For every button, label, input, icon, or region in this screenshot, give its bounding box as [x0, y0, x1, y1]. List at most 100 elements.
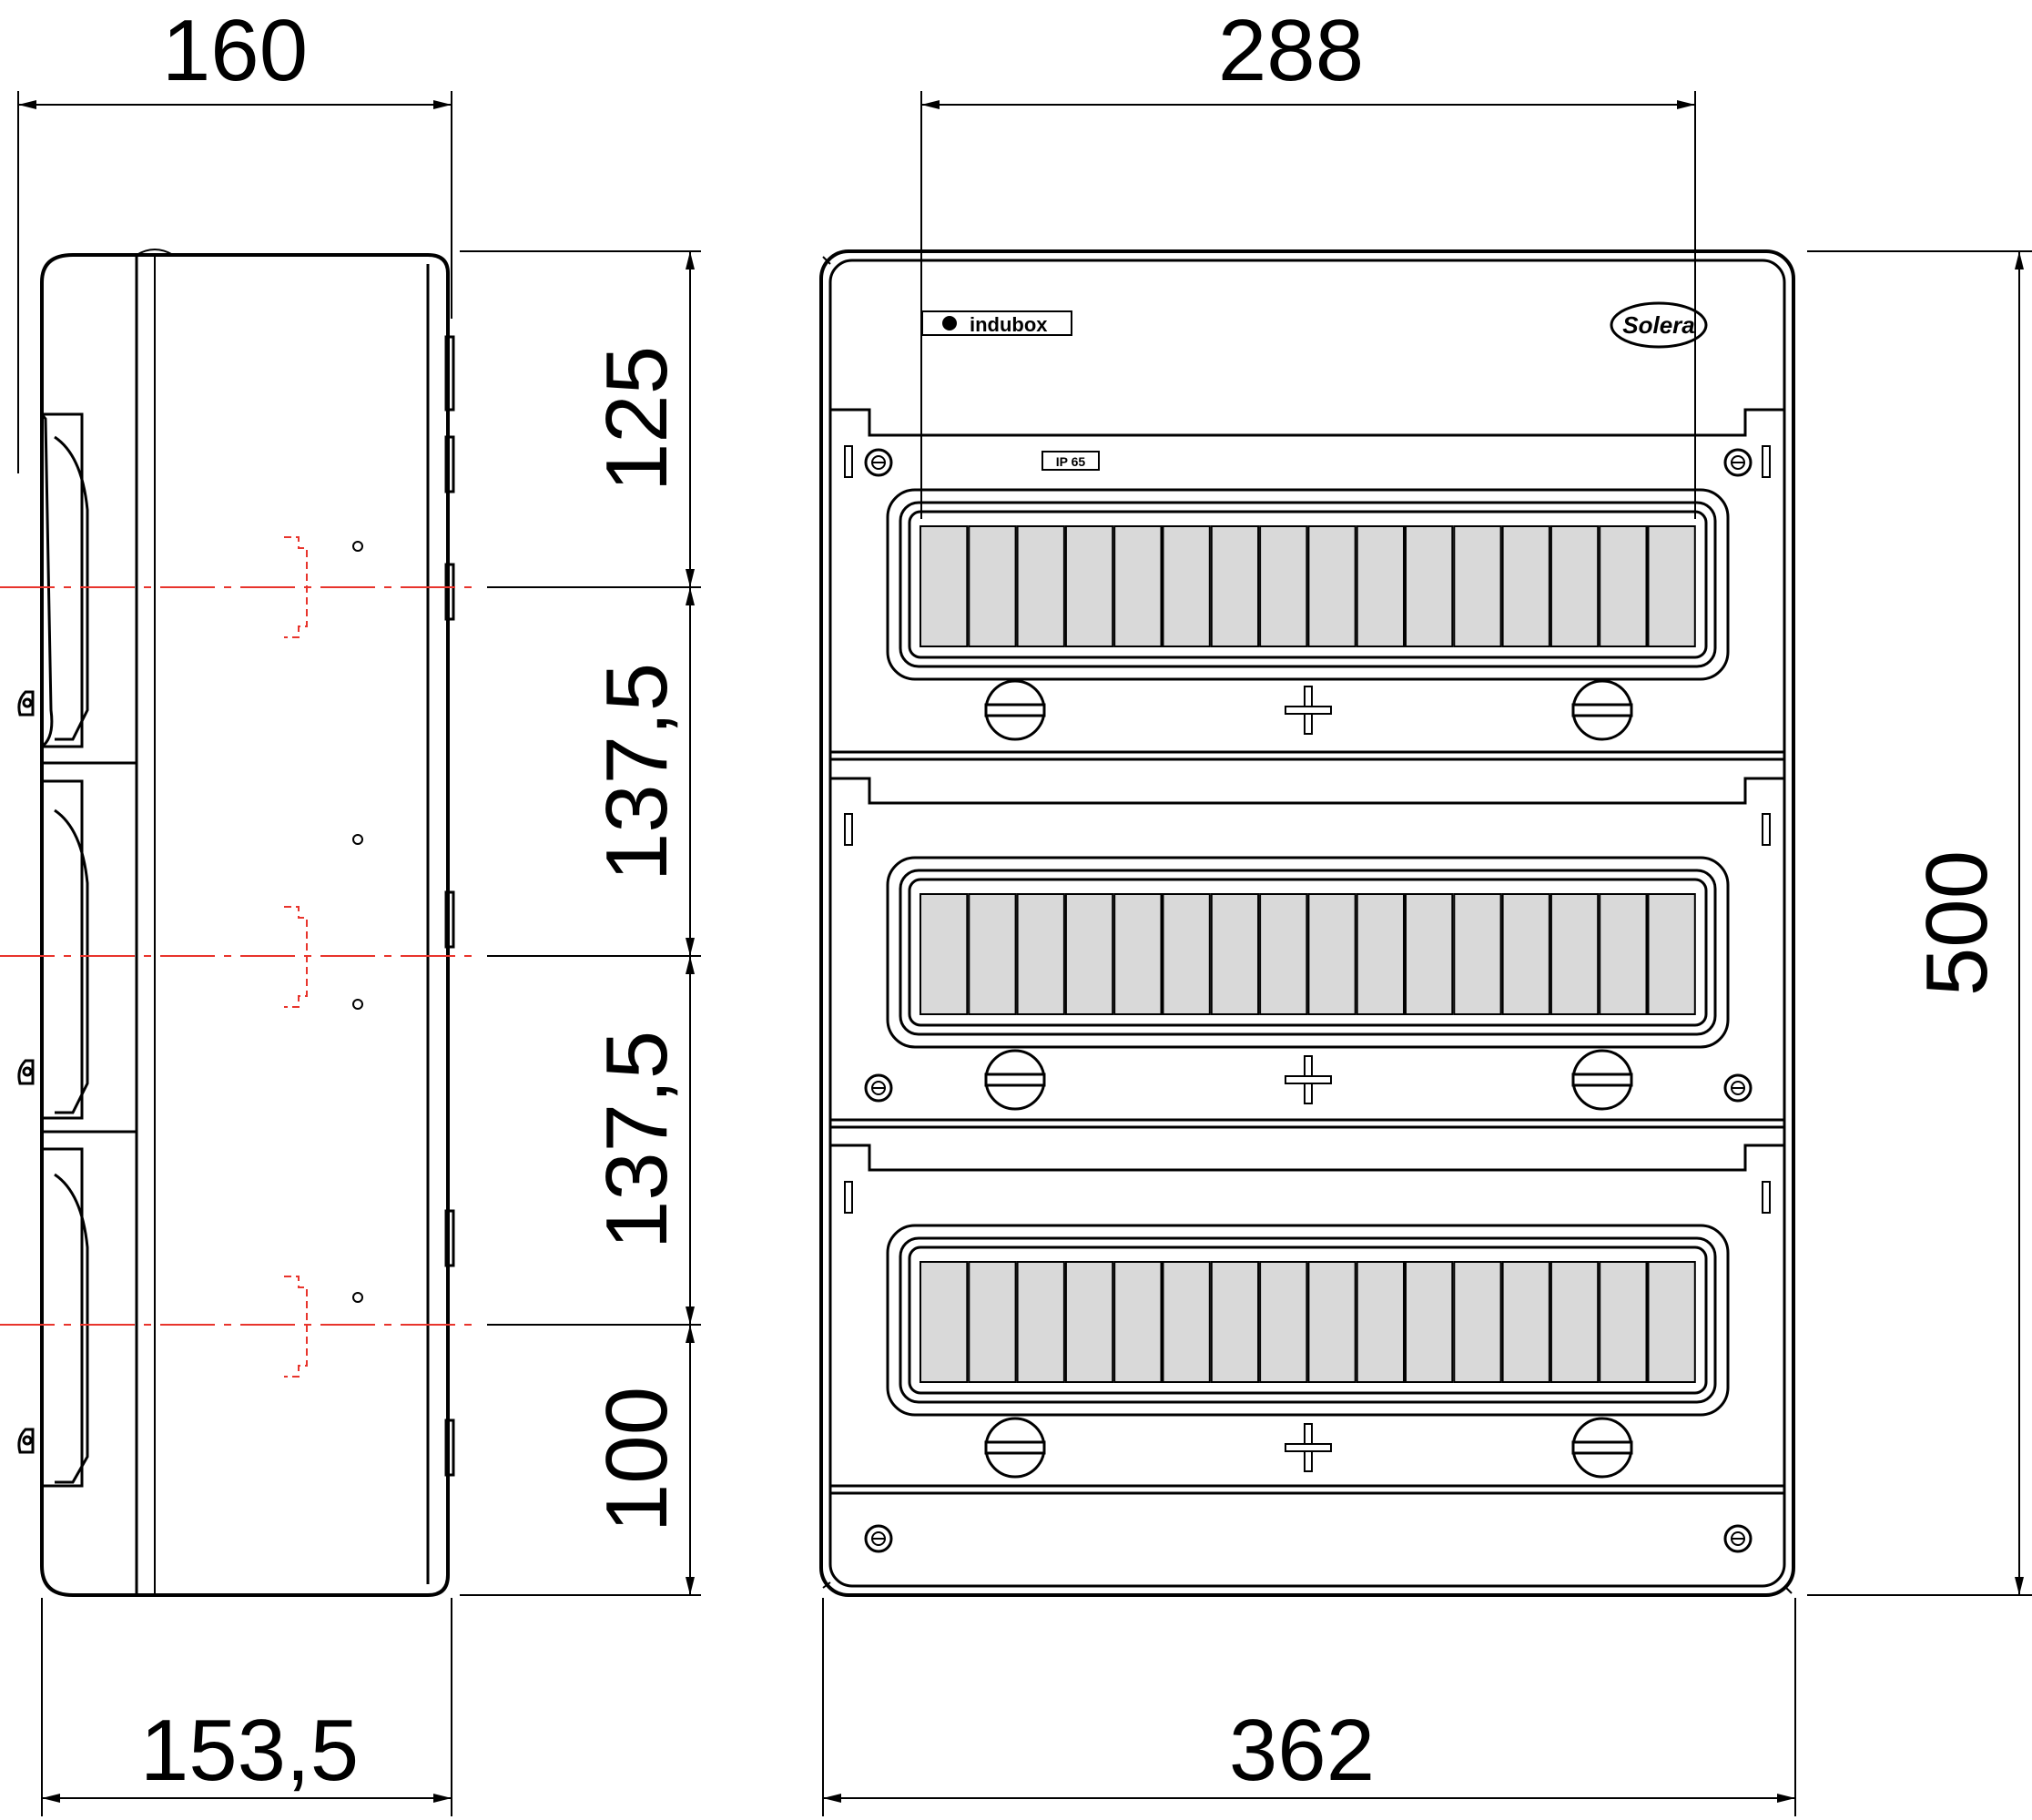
fixing-screw-icon — [864, 1073, 893, 1103]
module-slot — [1647, 893, 1696, 1015]
fixing-screw-icon — [1723, 448, 1753, 477]
module-slot — [968, 1261, 1017, 1383]
quarter-turn-screw-icon — [1571, 679, 1633, 741]
module-slot — [1647, 525, 1696, 647]
module-slot — [968, 893, 1017, 1015]
quarter-turn-screw-icon — [984, 679, 1046, 741]
module-slot — [1453, 525, 1502, 647]
din-rail-centerlines — [0, 536, 473, 1378]
module-slot — [1113, 1261, 1163, 1383]
module-slot — [1016, 525, 1065, 647]
dim-label-125: 125 — [588, 346, 686, 492]
quarter-turn-screw-icon — [984, 1417, 1046, 1479]
module-slot — [919, 1261, 969, 1383]
module-slot — [1356, 893, 1405, 1015]
module-slot — [1549, 893, 1600, 1015]
module-slot — [1162, 1261, 1211, 1383]
center-cross-icon — [1285, 1055, 1332, 1104]
front-side-slots — [844, 445, 1771, 1214]
module-slot — [1453, 893, 1502, 1015]
dimension-front-outer-width — [822, 1598, 1796, 1816]
module-slot — [1162, 893, 1211, 1015]
front-outer-frame — [819, 249, 1795, 1597]
module-slot — [1259, 893, 1308, 1015]
side-door-1 — [17, 412, 89, 748]
module-slot — [1599, 1261, 1648, 1383]
module-slot — [919, 893, 969, 1015]
indubox-logo: indubox — [921, 310, 1072, 336]
fixing-screw-icon — [864, 1524, 893, 1553]
module-slot — [1064, 893, 1114, 1015]
fixing-screw-icon — [1723, 1073, 1753, 1103]
module-slot — [1356, 525, 1405, 647]
module-row-2 — [919, 893, 1696, 1015]
quarter-turn-screw-icon — [1571, 1049, 1633, 1111]
module-slot — [1599, 893, 1648, 1015]
module-slot — [1259, 525, 1308, 647]
module-slot — [968, 525, 1017, 647]
center-cross-icon — [1285, 1423, 1332, 1472]
side-body-outline — [40, 253, 450, 1597]
module-slot — [1453, 1261, 1502, 1383]
fixing-screw-icon — [1723, 1524, 1753, 1553]
module-row-3 — [919, 1261, 1696, 1383]
side-door-2 — [17, 779, 89, 1120]
module-slot — [1210, 893, 1260, 1015]
dimension-front-inner-width — [920, 91, 1696, 519]
dimension-vertical-chain — [460, 250, 701, 1596]
module-rows — [919, 525, 1696, 1383]
front-inner-frame — [828, 259, 1786, 1588]
module-slot — [1405, 525, 1454, 647]
solera-logo: Solera — [1610, 301, 1708, 349]
module-slot — [1501, 893, 1550, 1015]
module-slot — [1210, 1261, 1260, 1383]
side-mounting-holes — [352, 541, 363, 1303]
side-rear-edge-details — [426, 264, 455, 1584]
door-hardware — [984, 679, 1633, 1479]
dim-label-362: 362 — [1229, 1702, 1375, 1799]
dim-label-288: 288 — [1218, 2, 1364, 99]
ip-rating-badge: IP 65 — [1041, 451, 1100, 471]
module-slot — [1501, 525, 1550, 647]
module-slot — [1307, 893, 1356, 1015]
dim-label-137-5-lower: 137,5 — [588, 1031, 686, 1249]
svg-text:IP 65: IP 65 — [1056, 454, 1086, 469]
svg-text:indubox: indubox — [970, 313, 1048, 336]
front-label-band — [830, 408, 1784, 437]
module-slot — [1113, 893, 1163, 1015]
dim-label-137-5-upper: 137,5 — [588, 663, 686, 881]
front-panel-dividers — [830, 750, 1784, 1495]
side-top-lip — [136, 249, 174, 256]
module-slot — [1259, 1261, 1308, 1383]
module-slot — [1210, 525, 1260, 647]
module-slot — [1356, 1261, 1405, 1383]
module-slot — [919, 525, 969, 647]
quarter-turn-screw-icon — [984, 1049, 1046, 1111]
module-slot — [1113, 525, 1163, 647]
module-slot — [1549, 525, 1600, 647]
side-door-3 — [17, 1147, 89, 1488]
svg-text:Solera: Solera — [1622, 311, 1695, 339]
module-slot — [1501, 1261, 1550, 1383]
module-slot — [1064, 1261, 1114, 1383]
dimension-front-height — [1807, 250, 2032, 1596]
fixing-screw-icon — [864, 448, 893, 477]
dim-label-100: 100 — [588, 1387, 686, 1532]
module-slot — [1016, 1261, 1065, 1383]
module-slot — [1307, 525, 1356, 647]
module-slot — [1549, 1261, 1600, 1383]
module-slot — [1405, 893, 1454, 1015]
module-slot — [1307, 1261, 1356, 1383]
module-window-frames — [886, 488, 1730, 1417]
dimension-side-depth-bottom: 153,5 — [41, 1598, 452, 1816]
side-door-separators — [42, 761, 137, 1134]
module-slot — [1405, 1261, 1454, 1383]
module-slot — [1647, 1261, 1696, 1383]
center-cross-icon — [1285, 686, 1332, 735]
fixing-screws — [864, 448, 1753, 1553]
dim-label-153-5: 153,5 — [140, 1702, 359, 1799]
side-view — [0, 249, 473, 1597]
module-row-1 — [919, 525, 1696, 647]
module-slot — [1599, 525, 1648, 647]
